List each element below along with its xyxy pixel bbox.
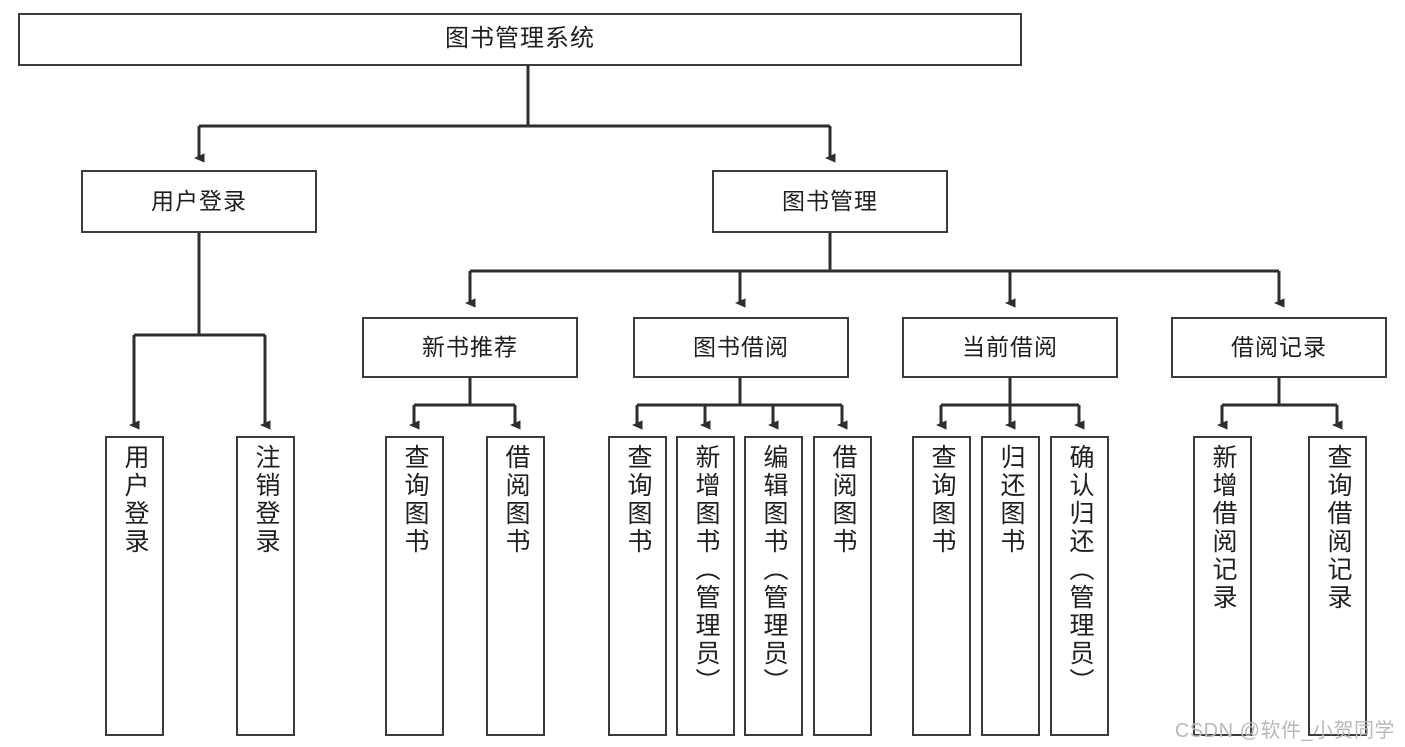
- leaf-add-book-label: 新增图书（管理员）: [692, 444, 720, 696]
- leaf-edit-book[interactable]: 编辑图书（管理员）: [744, 436, 803, 736]
- leaf-confirm-return[interactable]: 确认归还（管理员）: [1050, 436, 1109, 736]
- leaf-query-book-3-label: 查询图书: [928, 444, 956, 556]
- leaf-logout-label: 注销登录: [252, 444, 280, 556]
- leaf-query-record-label: 查询借阅记录: [1324, 444, 1352, 612]
- node-borrow-record[interactable]: 借阅记录: [1171, 317, 1387, 378]
- leaf-edit-book-label: 编辑图书（管理员）: [760, 444, 788, 696]
- node-root-system[interactable]: 图书管理系统: [18, 13, 1022, 66]
- leaf-borrow-book-2-label: 借阅图书: [829, 444, 857, 556]
- node-borrow-record-label: 借阅记录: [1231, 333, 1327, 360]
- leaf-logout[interactable]: 注销登录: [236, 436, 295, 736]
- leaf-add-record-label: 新增借阅记录: [1209, 444, 1237, 612]
- leaf-user-login-label: 用户登录: [121, 444, 149, 556]
- node-current-borrow[interactable]: 当前借阅: [902, 317, 1118, 378]
- node-new-book-recommend-label: 新书推荐: [422, 333, 518, 360]
- leaf-query-book-3[interactable]: 查询图书: [912, 436, 971, 736]
- node-book-manage-label: 图书管理: [782, 187, 878, 214]
- node-root-system-label: 图书管理系统: [445, 25, 595, 53]
- node-user-login[interactable]: 用户登录: [81, 170, 317, 233]
- leaf-return-book[interactable]: 归还图书: [981, 436, 1040, 736]
- leaf-borrow-book-2[interactable]: 借阅图书: [813, 436, 872, 736]
- leaf-query-record[interactable]: 查询借阅记录: [1308, 436, 1367, 736]
- node-current-borrow-label: 当前借阅: [962, 333, 1058, 360]
- node-book-manage[interactable]: 图书管理: [712, 170, 948, 233]
- leaf-query-book-1-label: 查询图书: [401, 444, 429, 556]
- leaf-return-book-label: 归还图书: [997, 444, 1025, 556]
- leaf-query-book-2[interactable]: 查询图书: [608, 436, 667, 736]
- node-book-borrow-label: 图书借阅: [693, 333, 789, 360]
- leaf-add-record[interactable]: 新增借阅记录: [1193, 436, 1252, 736]
- leaf-confirm-return-label: 确认归还（管理员）: [1066, 444, 1094, 696]
- leaf-add-book[interactable]: 新增图书（管理员）: [676, 436, 735, 736]
- leaf-query-book-2-label: 查询图书: [624, 444, 652, 556]
- leaf-user-login[interactable]: 用户登录: [105, 436, 164, 736]
- node-new-book-recommend[interactable]: 新书推荐: [362, 317, 578, 378]
- node-book-borrow[interactable]: 图书借阅: [633, 317, 849, 378]
- leaf-query-book-1[interactable]: 查询图书: [385, 436, 444, 736]
- leaf-borrow-book-1[interactable]: 借阅图书: [486, 436, 545, 736]
- node-user-login-label: 用户登录: [151, 187, 247, 214]
- leaf-borrow-book-1-label: 借阅图书: [502, 444, 530, 556]
